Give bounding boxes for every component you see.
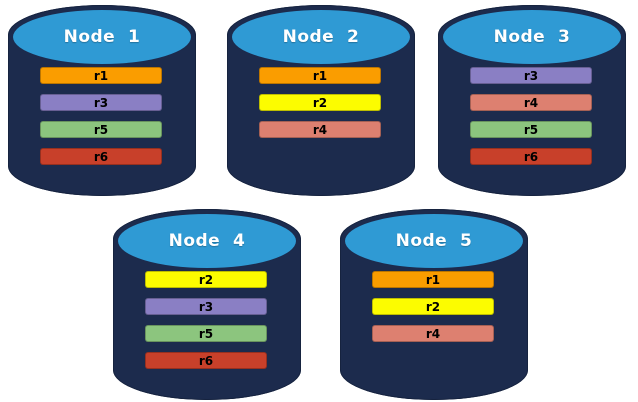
replica-bar-label: r2 xyxy=(425,299,441,314)
replica-bar-r5: r5 xyxy=(40,121,162,138)
node-3-lid: Node 3 xyxy=(442,9,622,65)
replica-bar-r4: r4 xyxy=(372,325,494,342)
node-1-lid: Node 1 xyxy=(12,9,192,65)
replica-bar-label: r1 xyxy=(93,68,109,83)
node-5-lid: Node 5 xyxy=(344,213,524,269)
replica-bar-r2: r2 xyxy=(372,298,494,315)
replica-bar-r3: r3 xyxy=(470,67,592,84)
replica-bar-r5: r5 xyxy=(470,121,592,138)
replica-bar-r3: r3 xyxy=(40,94,162,111)
node-2-label: Node 2 xyxy=(282,27,360,47)
replica-bar-label: r5 xyxy=(93,122,109,137)
node-4-replica-list: r2 r3 r5 r6 xyxy=(145,271,267,369)
replica-bar-r2: r2 xyxy=(145,271,267,288)
node-4-label: Node 4 xyxy=(168,231,246,251)
replica-bar-label: r4 xyxy=(523,95,539,110)
replica-bar-r1: r1 xyxy=(372,271,494,288)
replica-bar-label: r1 xyxy=(312,68,328,83)
node-2-cylinder: Node 2 r1 r2 r4 xyxy=(227,5,415,196)
replica-bar-r6: r6 xyxy=(40,148,162,165)
replica-bar-label: r6 xyxy=(198,353,214,368)
replica-bar-r6: r6 xyxy=(470,148,592,165)
replica-bar-r4: r4 xyxy=(470,94,592,111)
replica-bar-r5: r5 xyxy=(145,325,267,342)
node-5-label: Node 5 xyxy=(395,231,473,251)
replica-bar-r2: r2 xyxy=(259,94,381,111)
replica-bar-label: r1 xyxy=(425,272,441,287)
replica-bar-label: r4 xyxy=(312,122,328,137)
replica-bar-r1: r1 xyxy=(40,67,162,84)
node-4-lid: Node 4 xyxy=(117,213,297,269)
replica-bar-label: r6 xyxy=(523,149,539,164)
replica-bar-label: r2 xyxy=(312,95,328,110)
replica-bar-label: r2 xyxy=(198,272,214,287)
node-3-label: Node 3 xyxy=(493,27,571,47)
replica-bar-r1: r1 xyxy=(259,67,381,84)
node-5-replica-list: r1 r2 r4 xyxy=(372,271,494,342)
replica-bar-label: r3 xyxy=(198,299,214,314)
node-4-cylinder: Node 4 r2 r3 r5 r6 xyxy=(113,209,301,400)
replica-bar-label: r3 xyxy=(93,95,109,110)
replica-bar-label: r5 xyxy=(198,326,214,341)
replica-bar-r3: r3 xyxy=(145,298,267,315)
node-1-cylinder: Node 1 r1 r3 r5 r6 xyxy=(8,5,196,196)
replica-bar-label: r4 xyxy=(425,326,441,341)
node-3-cylinder: Node 3 r3 r4 r5 r6 xyxy=(438,5,626,196)
replica-bar-label: r6 xyxy=(93,149,109,164)
replica-bar-label: r3 xyxy=(523,68,539,83)
node-2-replica-list: r1 r2 r4 xyxy=(259,67,381,138)
replica-bar-r6: r6 xyxy=(145,352,267,369)
node-2-lid: Node 2 xyxy=(231,9,411,65)
node-1-label: Node 1 xyxy=(63,27,141,47)
replica-bar-r4: r4 xyxy=(259,121,381,138)
node-1-replica-list: r1 r3 r5 r6 xyxy=(40,67,162,165)
replica-bar-label: r5 xyxy=(523,122,539,137)
node-5-cylinder: Node 5 r1 r2 r4 xyxy=(340,209,528,400)
node-3-replica-list: r3 r4 r5 r6 xyxy=(470,67,592,165)
